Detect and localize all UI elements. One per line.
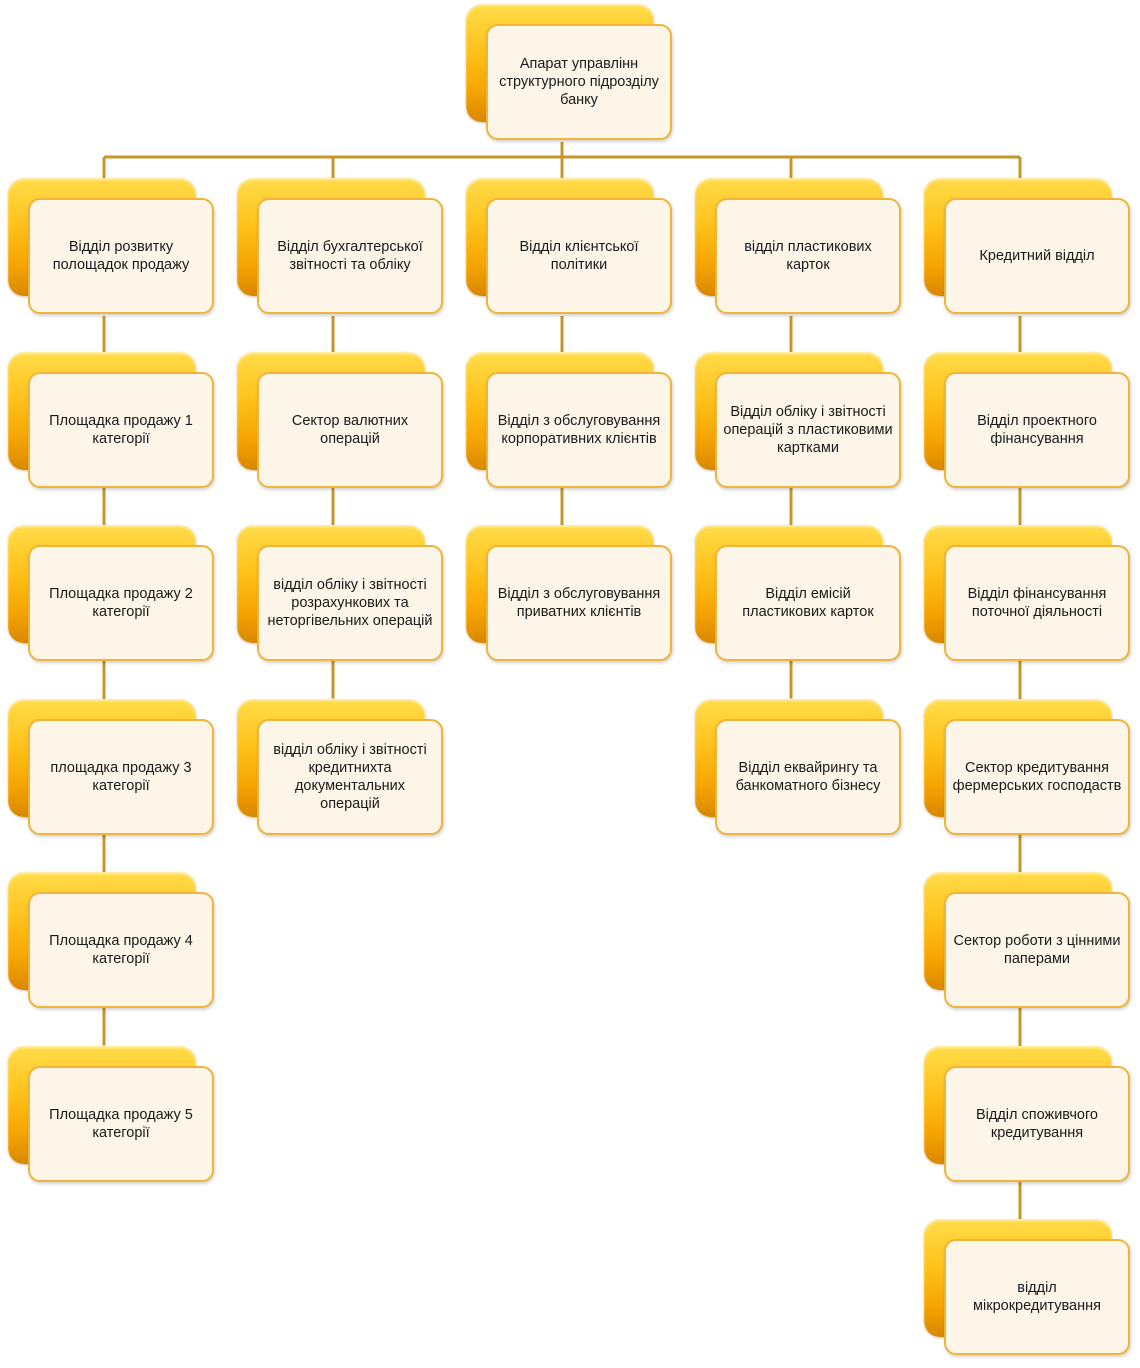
node-label: Відділ фінансування поточної діяльності (967, 586, 1107, 620)
node-label: відділ мікрокредитування (973, 1280, 1101, 1314)
subunit-node: Відділ обліку і звітності операцій з пла… (695, 351, 905, 494)
subunit-node: Відділ проектного фінансування (924, 351, 1134, 494)
node-label: Кредитний відділ (979, 248, 1095, 264)
node-label: Відділ розвитку полощадок продажу (52, 239, 190, 273)
subunit-node: Площадка продажу 5 категорії (8, 1045, 218, 1188)
node-label: Площадка продажу 2 категорії (49, 586, 193, 620)
subunit-node: Відділ споживчого кредитування (924, 1045, 1134, 1188)
node-label: Сектор валютних операцій (291, 412, 409, 447)
subunit-node: площадка продажу 3 категорії (8, 698, 218, 841)
node-label: відділ пластикових карток (744, 239, 872, 273)
subunit-node: Відділ з обслуговування приватних клієнт… (466, 525, 676, 667)
subunit-node: Сектор кредитування фермерських господас… (924, 698, 1134, 841)
node-label: Відділ з обслуговування приватних клієнт… (497, 586, 661, 620)
subunit-node: Відділ еквайрингу та банкоматного бізнес… (695, 698, 905, 841)
node-label: Площадка продажу 4 категорії (49, 933, 193, 967)
node-label: Площадка продажу 5 категорії (49, 1106, 193, 1141)
subunit-node: відділ обліку і звітності кредитнихта до… (237, 698, 447, 841)
node-card: Апарат управлінн структурного підрозділу… (486, 24, 672, 140)
root-node: Апарат управлінн структурного підрозділу… (466, 4, 676, 146)
node-label: відділ обліку і звітності кредитнихта до… (273, 741, 427, 812)
subunit-node: відділ обліку і звітності розрахункових … (237, 525, 447, 667)
node-label: Відділ обліку і звітності операцій з пла… (723, 403, 893, 456)
dept-node-credit: Кредитний відділ (924, 178, 1134, 320)
subunit-node: Відділ емісій пластикових карток (695, 525, 905, 667)
subunit-node: Площадка продажу 1 категорії (8, 351, 218, 494)
subunit-node: Площадка продажу 4 категорії (8, 872, 218, 1014)
subunit-node: Відділ з обслуговування корпоративних кл… (466, 351, 676, 494)
subunit-node: Площадка продажу 2 категорії (8, 525, 218, 667)
node-label: Відділ емісій пластикових карток (742, 586, 874, 620)
node-label: Апарат управлінн структурного підрозділу… (499, 56, 659, 108)
dept-node-plastic-cards: відділ пластикових карток (695, 178, 905, 320)
node-label: Відділ еквайрингу та банкоматного бізнес… (735, 759, 881, 794)
node-label: Площадка продажу 1 категорії (49, 412, 193, 447)
dept-node-client-policy: Відділ клієнтської політики (466, 178, 676, 320)
node-label: Сектор кредитування фермерських господас… (952, 759, 1122, 794)
subunit-node: Сектор роботи з цінними паперами (924, 872, 1134, 1014)
node-label: відділ обліку і звітності розрахункових … (267, 577, 433, 629)
node-label: Відділ проектного фінансування (977, 412, 1097, 447)
node-label: Сектор роботи з цінними паперами (953, 933, 1121, 967)
subunit-node: відділ мікрокредитування (924, 1219, 1134, 1361)
node-label: Відділ з обслуговування корпоративних кл… (497, 412, 661, 447)
node-label: Відділ споживчого кредитування (975, 1106, 1099, 1141)
node-label: площадка продажу 3 категорії (50, 759, 192, 794)
node-label: Відділ клієнтської політики (519, 239, 639, 273)
dept-node-accounting: Відділ бухгалтерської звітності та облік… (237, 178, 447, 320)
node-label: Відділ бухгалтерської звітності та облік… (277, 239, 423, 273)
dept-node-sales-platforms: Відділ розвитку полощадок продажу (8, 178, 218, 320)
subunit-node: Відділ фінансування поточної діяльності (924, 525, 1134, 667)
subunit-node: Сектор валютних операцій (237, 351, 447, 494)
